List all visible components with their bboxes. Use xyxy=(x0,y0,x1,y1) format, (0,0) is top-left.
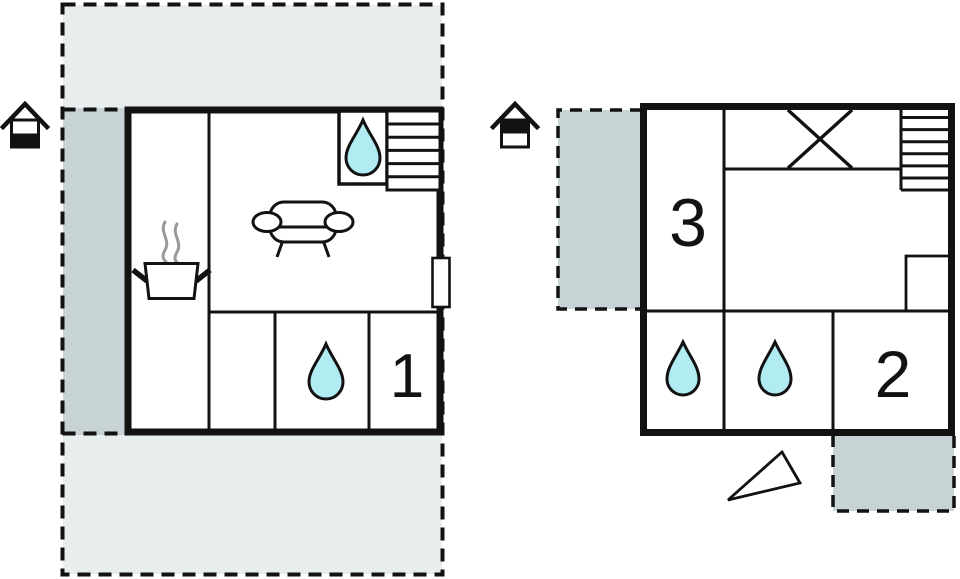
terrace-dashed-border xyxy=(60,2,445,577)
lower-level-marker xyxy=(13,133,37,146)
stairs-icon xyxy=(385,109,442,192)
patio-dashed-edges xyxy=(62,107,126,436)
room-label-1: 1 xyxy=(390,342,424,411)
door-icon xyxy=(431,256,451,309)
water-drop-icon xyxy=(665,338,701,397)
terrace-bottom xyxy=(63,435,442,574)
triangle-pointer-icon xyxy=(727,449,803,502)
stair-treads xyxy=(387,122,440,179)
pot-body xyxy=(143,262,200,300)
upper-floor-plan: 3 2 xyxy=(489,100,956,513)
water-drop-icon xyxy=(307,340,345,401)
pot-handle xyxy=(131,267,149,284)
room-label-2: 2 xyxy=(875,337,912,411)
sofa-armrest xyxy=(323,211,355,233)
cooking-pot-icon xyxy=(131,220,212,300)
pot-handle xyxy=(194,267,212,284)
patio-bottom-right xyxy=(831,435,956,513)
patio-upper-left xyxy=(556,108,642,311)
upper-level-marker xyxy=(503,121,527,134)
stair-treads xyxy=(901,116,952,192)
steam-icon xyxy=(161,220,169,264)
closet-notch xyxy=(904,254,951,311)
house-upper-floor-icon xyxy=(489,100,541,149)
water-drop-icon xyxy=(344,116,382,177)
terrace-top xyxy=(63,5,442,108)
lower-floor-plan: 1 xyxy=(0,2,451,577)
water-drop-icon xyxy=(757,338,793,397)
void-cross-icon xyxy=(786,108,854,170)
sofa-icon xyxy=(251,200,355,258)
sofa-leg xyxy=(275,242,284,258)
house-lower-floor-icon xyxy=(0,100,51,149)
sofa-leg xyxy=(322,242,331,258)
steam-icon xyxy=(173,222,181,265)
room-label-3: 3 xyxy=(669,185,707,261)
patio-left xyxy=(63,108,125,435)
sofa-armrest xyxy=(251,211,283,233)
stairs-icon xyxy=(899,105,952,192)
